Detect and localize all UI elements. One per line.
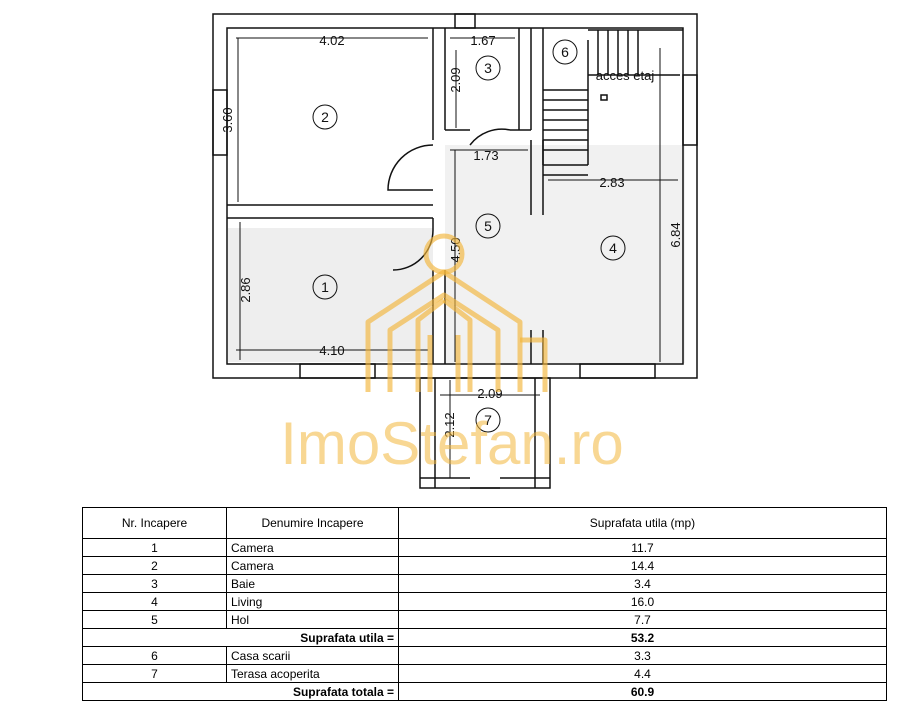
room-name-cell: Camera [226, 538, 399, 557]
table-row: 6 Casa scarii 3.3 [82, 646, 887, 665]
table-row: 4 Living 16.0 [82, 592, 887, 611]
room-name-cell: Hol [226, 610, 399, 629]
header-useful-area: Suprafata utila (mp) [398, 507, 887, 539]
watermark-text: ImoStefan.ro [280, 410, 624, 477]
room-marker-5 [475, 213, 501, 239]
stair-access-label: acces etaj [596, 68, 655, 83]
dim-4-02: 4.02 [319, 33, 344, 48]
table-row: 7 Terasa acoperita 4.4 [82, 664, 887, 683]
room-number-cell: 6 [82, 646, 227, 665]
room-marker-3 [475, 55, 501, 81]
room-name-cell: Living [226, 592, 399, 611]
table-row: 2 Camera 14.4 [82, 556, 887, 575]
room-number-6: 6 [561, 44, 569, 60]
room-number-4: 4 [609, 240, 617, 256]
room-name-cell: Baie [226, 574, 399, 593]
room-area-cell: 3.3 [398, 646, 887, 665]
room-marker-1 [312, 274, 338, 300]
room-number-7: 7 [484, 412, 492, 428]
watermark-logo [365, 233, 548, 392]
room-number-5: 5 [484, 218, 492, 234]
dim-2-12: 2.12 [442, 412, 457, 437]
room-number-cell: 7 [82, 664, 227, 683]
room-marker-7 [475, 407, 501, 433]
subtotal-value: 53.2 [398, 628, 887, 647]
dim-4-10: 4.10 [319, 343, 344, 358]
room-area-table: Nr. Incapere Denumire Incapere Suprafata… [82, 507, 887, 701]
room-area-cell: 14.4 [398, 556, 887, 575]
dim-2-83: 2.83 [599, 175, 624, 190]
dim-3-60: 3.60 [220, 107, 235, 132]
dimension-lines [236, 37, 678, 478]
dim-2-86: 2.86 [238, 277, 253, 302]
room-name-cell: Terasa acoperita [226, 664, 399, 683]
header-room-number: Nr. Incapere [82, 507, 227, 539]
table-row: 3 Baie 3.4 [82, 574, 887, 593]
room-area-cell: 4.4 [398, 664, 887, 683]
room-name-cell: Camera [226, 556, 399, 575]
subtotal-row: Suprafata utila = 53.2 [82, 628, 887, 647]
room-number-cell: 5 [82, 610, 227, 629]
header-room-name: Denumire Incapere [226, 507, 399, 539]
dim-1-67: 1.67 [470, 33, 495, 48]
total-value: 60.9 [398, 682, 887, 701]
room-1-floor [228, 228, 433, 362]
room-marker-6 [552, 39, 578, 65]
dim-6-84: 6.84 [668, 222, 683, 247]
room-marker-4 [600, 235, 626, 261]
room-number-1: 1 [321, 279, 329, 295]
table-header-row: Nr. Incapere Denumire Incapere Suprafata… [82, 507, 887, 539]
room-number-cell: 1 [82, 538, 227, 557]
room-marker-2 [312, 104, 338, 130]
room-number-cell: 3 [82, 574, 227, 593]
table-row: 1 Camera 11.7 [82, 538, 887, 557]
walls [212, 13, 698, 489]
room-number-2: 2 [321, 109, 329, 125]
subtotal-label: Suprafata utila = [82, 628, 399, 647]
dim-2-09-bath: 2.09 [448, 67, 463, 92]
room-number-cell: 4 [82, 592, 227, 611]
total-label: Suprafata totala = [82, 682, 399, 701]
room-number-cell: 2 [82, 556, 227, 575]
room-area-cell: 7.7 [398, 610, 887, 629]
table-row: 5 Hol 7.7 [82, 610, 887, 629]
room-area-cell: 16.0 [398, 592, 887, 611]
dim-1-73: 1.73 [473, 148, 498, 163]
room-area-cell: 11.7 [398, 538, 887, 557]
total-row: Suprafata totala = 60.9 [82, 682, 887, 701]
floor-plan: 4.02 1.67 2.09 3.60 1.73 2.83 6.84 4.50 … [212, 13, 698, 489]
room-name-cell: Casa scarii [226, 646, 399, 665]
hall-living-floor [445, 145, 685, 363]
room-area-cell: 3.4 [398, 574, 887, 593]
room-number-3: 3 [484, 60, 492, 76]
